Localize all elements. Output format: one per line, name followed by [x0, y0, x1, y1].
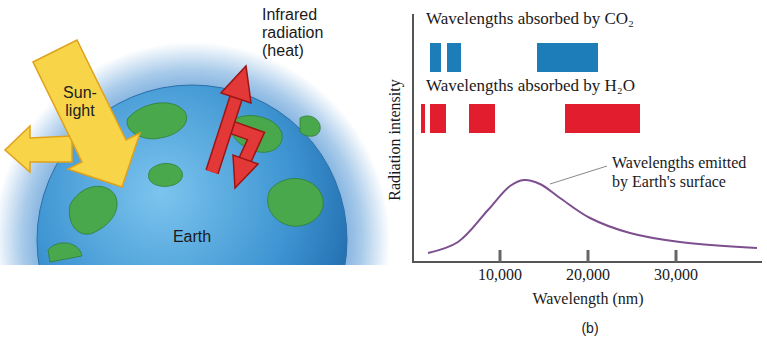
- tick-label: 10,000: [460, 266, 540, 284]
- tick-label: 20,000: [548, 266, 628, 284]
- h2o-band: [421, 104, 425, 133]
- continent: [69, 186, 117, 234]
- axis-title: Radiation intensity: [386, 79, 404, 200]
- h2o-band: [430, 104, 446, 133]
- tick-mark: [499, 250, 502, 262]
- co2-band: [430, 43, 441, 72]
- band-label: Wavelengths absorbed by H₂O: [426, 76, 635, 96]
- arrow-label: Infrared radiation (heat): [262, 6, 352, 60]
- axis-title: Wavelength (nm): [508, 290, 668, 308]
- band-label: Wavelengths absorbed by CO₂: [426, 9, 634, 29]
- continent: [300, 116, 320, 136]
- node-label: Sun- light: [55, 84, 105, 120]
- node-label: Earth: [152, 227, 232, 246]
- tick-mark: [587, 250, 590, 262]
- earth-globe: [37, 85, 347, 265]
- continent: [148, 163, 182, 186]
- co2-band: [447, 43, 461, 72]
- continent: [127, 103, 187, 139]
- continent: [48, 243, 82, 262]
- sunlight-arrow: Sun- light: [0, 30, 150, 200]
- curve-label: Wavelengths emitted by Earth's surface: [612, 153, 762, 191]
- tick-mark: [675, 250, 678, 262]
- panel-letter: (b): [560, 320, 620, 336]
- y-axis: [412, 14, 414, 262]
- co2-band: [537, 43, 598, 72]
- leader-line: [550, 166, 607, 184]
- h2o-band: [565, 104, 640, 133]
- tick-label: 30,000: [636, 266, 716, 284]
- continent: [268, 179, 323, 227]
- emission-curve: [428, 180, 757, 253]
- infrared-arrow: [212, 66, 258, 188]
- h2o-band: [469, 104, 495, 133]
